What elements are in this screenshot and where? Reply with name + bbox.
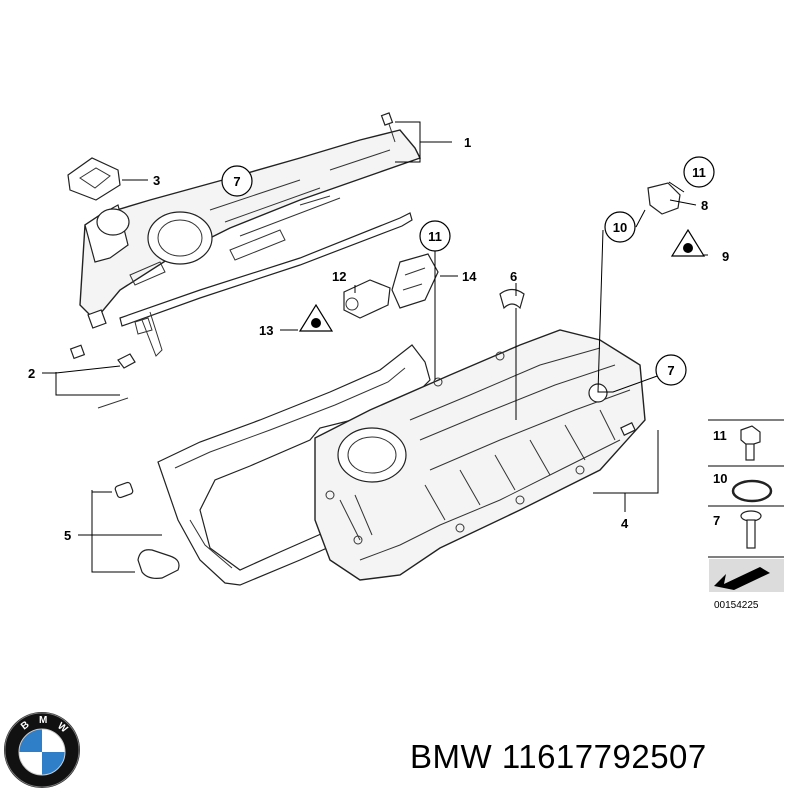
cylinder-head-cover	[79, 129, 421, 329]
label-5: 5	[64, 528, 71, 543]
head-gasket	[157, 344, 431, 586]
label-14: 14	[462, 269, 477, 284]
label-12: 12	[332, 269, 346, 284]
label-8: 8	[701, 198, 708, 213]
part-number-caption: BMW 11617792507	[410, 738, 707, 775]
bmw-logo: B M W	[4, 712, 80, 788]
legend-label-10: 10	[713, 471, 727, 486]
legend-oring-10: 10	[713, 471, 773, 503]
label-7-right: 7	[667, 363, 674, 378]
callout-7-top: 7	[221, 165, 253, 197]
svg-text:M: M	[39, 715, 47, 726]
legend-label-7: 7	[713, 513, 720, 528]
sensor-part-8	[647, 182, 681, 215]
legend-screw-7: 7	[713, 510, 762, 549]
diagram-id: 00154225	[714, 600, 759, 611]
cylinder-head	[314, 329, 646, 581]
bolt-part-1	[380, 112, 396, 143]
bolt-part-7	[620, 422, 636, 436]
warning-triangle-13	[298, 303, 334, 332]
label-2: 2	[28, 366, 35, 381]
label-9: 9	[722, 249, 729, 264]
arrow-icon	[709, 559, 784, 592]
label-6: 6	[510, 269, 517, 284]
legend-bolt-11: 11	[713, 425, 761, 461]
oil-filler-cap	[67, 157, 121, 201]
warning-triangle-9	[670, 228, 706, 257]
small-parts-2	[69, 344, 136, 409]
sensor-part-12	[343, 279, 391, 319]
callout-11-mid: 11	[419, 220, 451, 252]
cover-gasket-strip	[119, 212, 413, 357]
callout-7-right: 7	[655, 354, 687, 386]
label-1: 1	[464, 135, 471, 150]
label-13: 13	[259, 323, 273, 338]
bearing-shell-part-6	[499, 288, 525, 310]
label-3: 3	[153, 173, 160, 188]
small-parts-5	[114, 481, 180, 579]
hardware-legend: 11 10 7	[708, 419, 784, 592]
bracket-part-14	[391, 253, 439, 309]
callout-10: 10	[604, 211, 636, 243]
legend-label-11: 11	[713, 428, 727, 443]
label-11-top: 11	[692, 165, 706, 180]
label-10: 10	[613, 220, 627, 235]
label-11-mid: 11	[428, 229, 442, 244]
label-4: 4	[621, 516, 629, 531]
callout-11-top: 11	[683, 156, 715, 188]
leader-lines	[42, 121, 708, 573]
label-7-top: 7	[233, 174, 240, 189]
